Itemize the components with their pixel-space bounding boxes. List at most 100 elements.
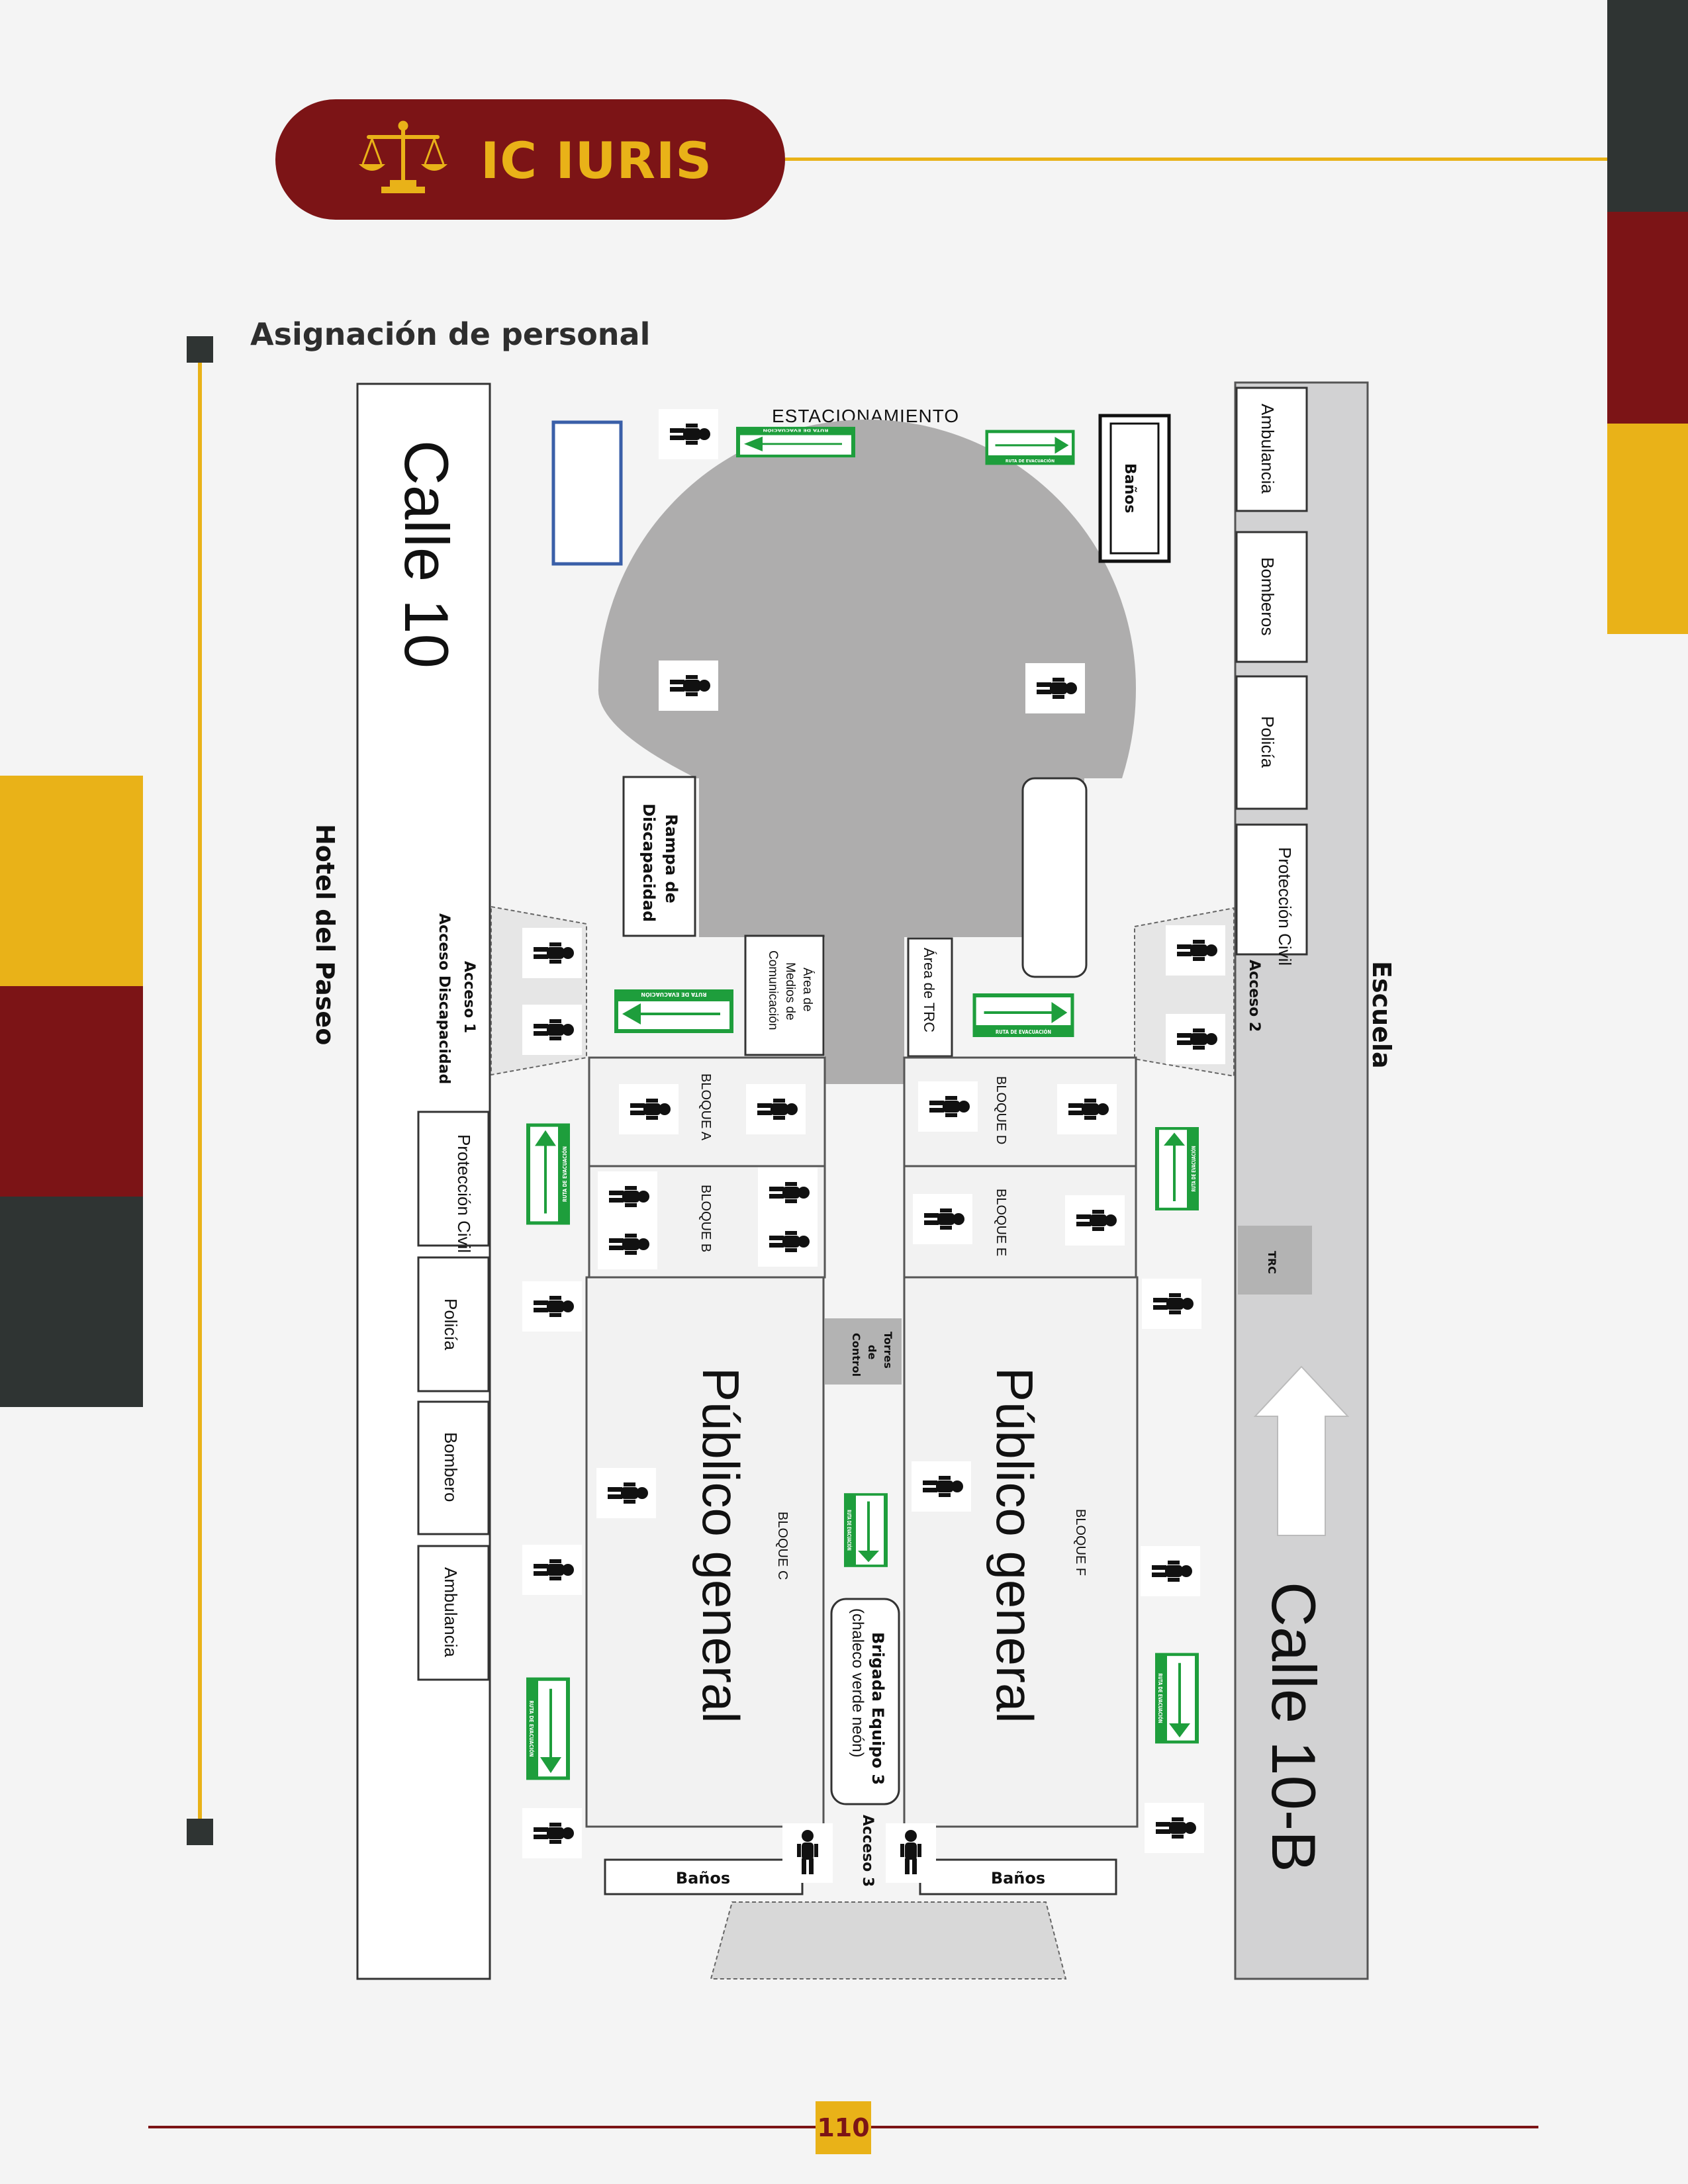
- brigade-box: [830, 1598, 900, 1805]
- evacuation-arrow-icon: [844, 1493, 888, 1567]
- restroom-top-label: Baños: [1121, 463, 1138, 514]
- block-f-label: BLOQUE F: [1073, 1509, 1088, 1576]
- trc-box-label: TRC: [1266, 1251, 1278, 1274]
- scales-of-justice-icon: [359, 120, 447, 193]
- person-icon: [522, 1808, 582, 1858]
- neighbor-hotel-label: Hotel del Paseo: [310, 824, 340, 1045]
- title-marker-top: [187, 336, 213, 363]
- traffic-arrow-up-icon: [1253, 1365, 1350, 1536]
- person-icon: [522, 1005, 582, 1055]
- ramp-box: [622, 776, 696, 937]
- service-policia-left: Policía: [441, 1298, 461, 1351]
- evacuation-arrow-icon: [1155, 1127, 1199, 1210]
- left-services: Protección Civil Policía Bombero Ambulan…: [417, 1111, 490, 1681]
- header-rule: [785, 158, 1607, 161]
- right-bar-charcoal: [1607, 0, 1688, 212]
- block-c-label: BLOQUE C: [775, 1512, 790, 1580]
- evacuation-arrow-icon: [1155, 1653, 1199, 1744]
- person-icon: [1025, 663, 1085, 713]
- person-icon: [758, 1216, 818, 1267]
- block-d-label: BLOQUE D: [994, 1076, 1008, 1144]
- service-policia-right: Policía: [1258, 716, 1278, 768]
- brigade-label-1: Brigada Equipo 3: [868, 1632, 887, 1785]
- person-icon: [522, 1281, 582, 1332]
- block-b-label: BLOQUE B: [698, 1185, 713, 1252]
- parked-vehicle-box: [551, 420, 623, 566]
- person-icon: [886, 1823, 936, 1883]
- evacuation-arrow-icon: [526, 1123, 570, 1225]
- service-ambulancia-right: Ambulancia: [1258, 404, 1278, 494]
- evacuation-arrow-icon: [736, 426, 855, 458]
- left-bar-charcoal: [0, 1197, 143, 1407]
- person-icon: [1145, 1803, 1204, 1853]
- brigade-label-2: (chaleco verde neón): [849, 1608, 867, 1757]
- person-icon: [659, 409, 718, 459]
- restroom-bottom-right-label: Baños: [991, 1869, 1045, 1888]
- evacuation-arrow-icon: [614, 989, 733, 1033]
- restroom-bottom-right: [919, 1858, 1117, 1895]
- block-a-label: BLOQUE A: [698, 1073, 713, 1141]
- vertical-panel: [1021, 777, 1088, 978]
- trc-box: [1238, 1226, 1312, 1295]
- street-calle-10-label: Calle 10: [392, 440, 461, 668]
- neighbor-escuela-label: Escuela: [1367, 961, 1396, 1069]
- right-services: Ambulancia Bomberos Policía Protección C…: [1235, 387, 1308, 966]
- person-icon: [1166, 1014, 1225, 1064]
- bottom-entrance: [710, 1901, 1067, 1979]
- media-area-label-2: Medios de: [783, 962, 797, 1021]
- parking-plaza: [699, 778, 1084, 937]
- person-icon: [522, 928, 582, 978]
- media-area-label-1: Área de: [800, 968, 814, 1012]
- media-area-label-3: Comunicación: [766, 950, 780, 1030]
- block-e-label: BLOQUE E: [994, 1189, 1008, 1256]
- service-bomberos-right: Bomberos: [1258, 557, 1278, 636]
- left-bar-maroon: [0, 986, 143, 1197]
- control-tower-box: [825, 1318, 902, 1385]
- person-icon: [782, 1823, 833, 1883]
- evacuation-arrow-icon: [526, 1677, 570, 1780]
- person-icon: [746, 1084, 806, 1134]
- person-icon: [913, 1194, 972, 1244]
- control-tower-label-2: de: [866, 1345, 878, 1359]
- title-vertical-rule: [198, 363, 202, 1819]
- trc-area-box: [907, 937, 953, 1058]
- parking-dome: [598, 420, 1136, 778]
- public-label-right: Público general: [986, 1367, 1044, 1723]
- service-proteccion-left: Protección Civil: [454, 1134, 474, 1253]
- person-icon: [598, 1171, 657, 1222]
- central-corridor-top: [825, 937, 904, 1084]
- restroom-bottom-left-label: Baños: [676, 1869, 730, 1888]
- control-tower-label-1: Torres: [882, 1332, 894, 1369]
- access-1-label-2: Acceso Discapacidad: [436, 913, 452, 1084]
- person-icon: [1142, 1279, 1201, 1329]
- person-icon: [918, 1081, 978, 1132]
- access-1-label-1: Acceso 1: [461, 961, 477, 1033]
- person-icon: [1057, 1084, 1117, 1134]
- evacuation-arrow-icon: [985, 430, 1075, 465]
- person-icon: [598, 1219, 657, 1269]
- person-icon: [522, 1545, 582, 1595]
- page-number: 110: [816, 2101, 871, 2154]
- service-bombero-left: Bombero: [441, 1432, 461, 1502]
- title-marker-bottom: [187, 1819, 213, 1845]
- access-2-label: Acceso 2: [1246, 960, 1262, 1032]
- person-icon: [1166, 925, 1225, 976]
- person-icon: [659, 660, 718, 711]
- trc-area-label: Área de TRC: [921, 948, 937, 1032]
- evacuation-arrow-icon: [972, 993, 1074, 1037]
- right-bar-maroon: [1607, 212, 1688, 424]
- media-area-box: [744, 934, 825, 1056]
- street-calle-10b-label: Calle 10-B: [1259, 1582, 1329, 1872]
- access-3-label: Acceso 3: [859, 1815, 876, 1887]
- person-icon: [758, 1167, 818, 1218]
- left-bar-gold: [0, 776, 143, 986]
- service-proteccion-right: Protección Civil: [1275, 847, 1295, 966]
- right-bar-gold: [1607, 424, 1688, 634]
- person-icon: [1141, 1546, 1200, 1596]
- person-icon: [1065, 1195, 1125, 1246]
- person-icon: [596, 1468, 656, 1518]
- person-icon: [619, 1084, 679, 1134]
- brand-name: IC IURIS: [481, 131, 713, 190]
- public-label-left: Público general: [692, 1367, 750, 1723]
